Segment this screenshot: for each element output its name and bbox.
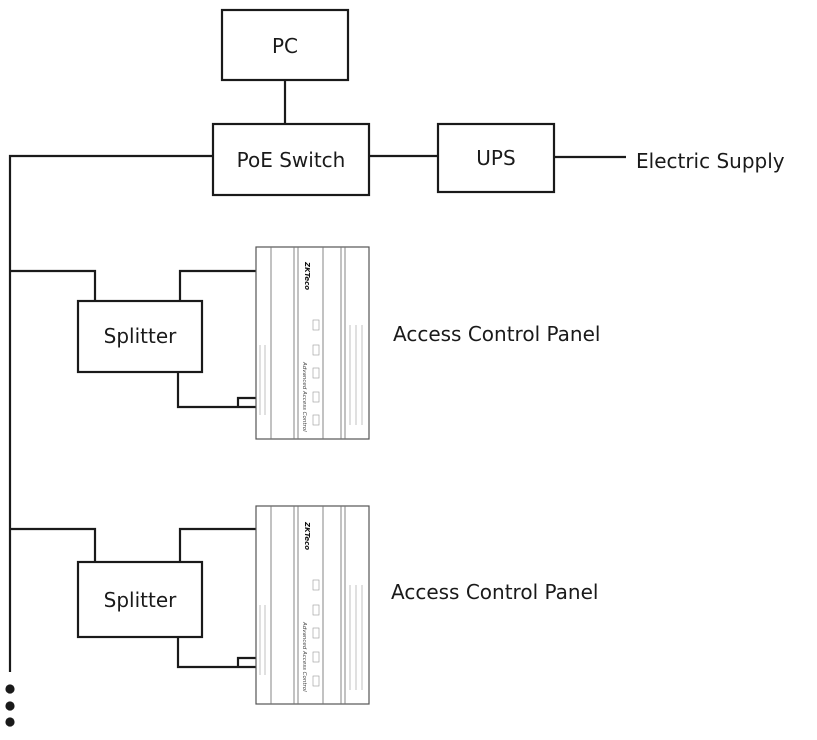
panel-2-brand-logo: ZKTeco xyxy=(303,521,311,550)
pc-node: PC xyxy=(220,8,350,82)
access-control-panel-2: ZKTeco Advanced Access Control xyxy=(255,505,370,705)
splitter-2-data-link xyxy=(176,637,258,669)
panel-2-print: Advanced Access Control xyxy=(301,621,307,692)
panel-1-brand-logo: ZKTeco xyxy=(303,261,311,290)
access-control-panel-2-label: Access Control Panel xyxy=(391,580,598,604)
branch-2: Splitter ZKTeco Advanced Access Control xyxy=(10,505,598,705)
bus-to-splitter-2 xyxy=(10,527,97,562)
bus-to-splitter-1 xyxy=(10,269,97,301)
ups-label: UPS xyxy=(476,146,515,170)
pc-label: PC xyxy=(272,34,298,58)
splitter-2-connector xyxy=(236,656,258,667)
main-bus-line xyxy=(8,154,213,672)
panel-1-print: Advanced Access Control xyxy=(301,361,307,432)
splitter-1: Splitter xyxy=(76,299,204,374)
splitter-2-label: Splitter xyxy=(104,588,177,612)
splitter-2: Splitter xyxy=(76,560,204,639)
poe-switch-label: PoE Switch xyxy=(237,148,346,172)
vertical-ellipsis-icon xyxy=(5,684,15,727)
electric-supply-label: Electric Supply xyxy=(636,149,785,173)
ups-node: UPS xyxy=(436,122,556,194)
splitter-1-data-link xyxy=(176,372,258,409)
splitter-1-connector xyxy=(236,396,258,407)
access-control-panel-1-label: Access Control Panel xyxy=(393,322,600,346)
splitter-2-power-link xyxy=(178,527,258,562)
splitter-1-label: Splitter xyxy=(104,324,177,348)
branch-1: Splitter ZKTeco Advanced Access Control xyxy=(10,246,600,440)
splitter-1-power-link xyxy=(178,269,258,301)
poe-switch-node: PoE Switch xyxy=(211,122,371,197)
access-control-panel-1: ZKTeco Advanced Access Control xyxy=(255,246,370,440)
